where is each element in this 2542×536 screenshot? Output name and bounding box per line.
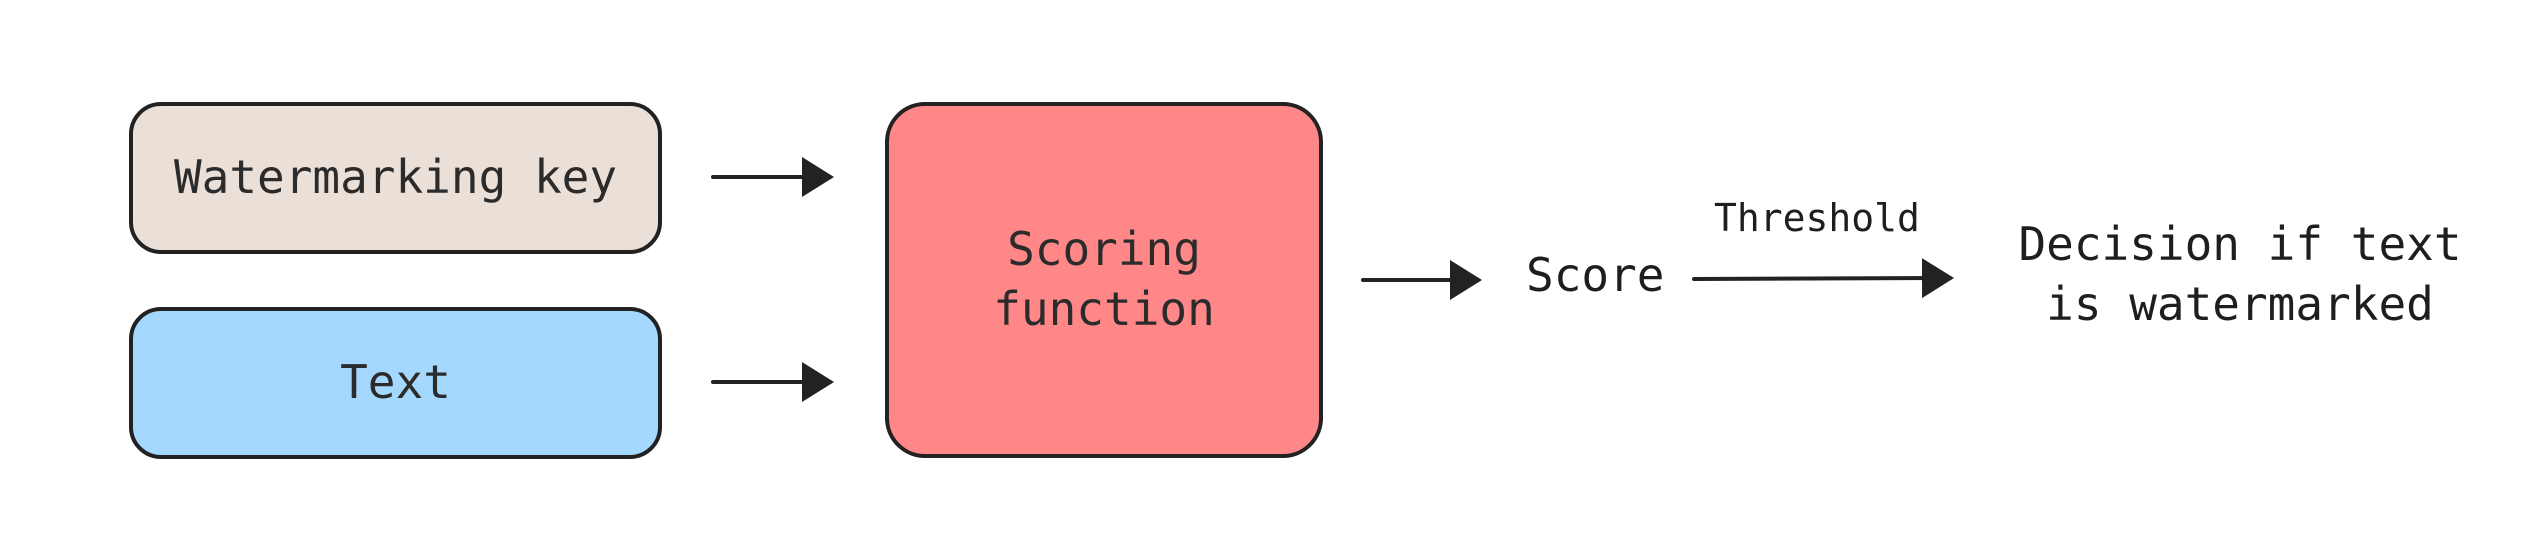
watermarking-key-box: Watermarking key: [129, 102, 662, 254]
scoring-function-box: Scoring function: [885, 102, 1323, 458]
decision-label: Decision if text is watermarked: [2018, 217, 2462, 331]
text-box: Text: [129, 307, 662, 459]
score-label: Score: [1526, 248, 1665, 302]
arrow-score-to-decision: [1692, 258, 1954, 299]
threshold-label: Threshold: [1714, 196, 1920, 240]
